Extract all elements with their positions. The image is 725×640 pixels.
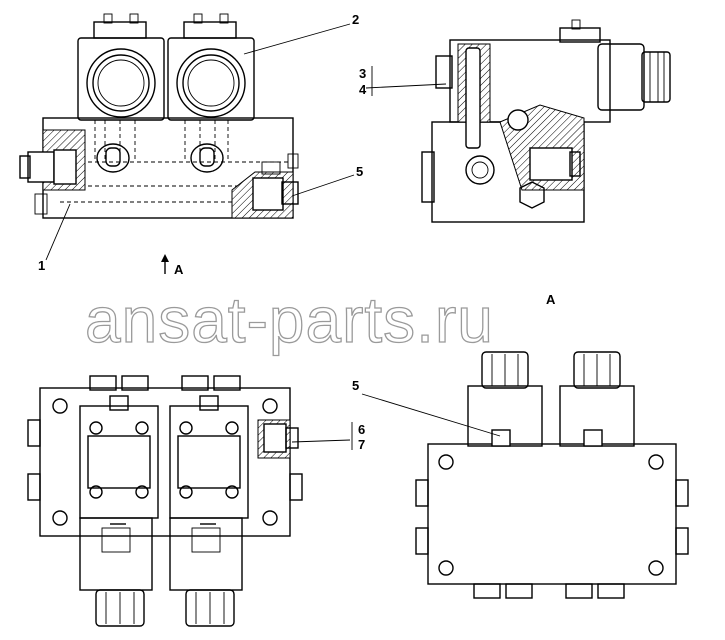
callout-5-bottom: 5 (352, 378, 359, 393)
top-view (27, 375, 303, 627)
front-view (19, 13, 299, 219)
valve-body-top (39, 387, 291, 537)
side-view (421, 19, 671, 223)
view-a (415, 351, 689, 599)
callout-1: 1 (38, 258, 45, 273)
view-arrow (161, 254, 169, 274)
callout-2: 2 (352, 12, 359, 27)
solenoid-left (77, 13, 165, 121)
view-arrow-label: A (174, 262, 184, 277)
watermark: ansat-parts.ru (85, 284, 494, 356)
valve-body-view-a (427, 443, 677, 585)
callout-3: 3 (359, 66, 366, 81)
coil-plate-right (169, 395, 249, 627)
callout-6: 6 (358, 422, 365, 437)
leader-lines (45, 23, 501, 450)
solenoid-right (167, 13, 255, 121)
callout-7: 7 (358, 437, 365, 452)
callout-4: 4 (359, 82, 367, 97)
coil-plate-left (79, 395, 159, 627)
view-a-label: A (546, 292, 556, 307)
callout-5-top: 5 (356, 164, 363, 179)
